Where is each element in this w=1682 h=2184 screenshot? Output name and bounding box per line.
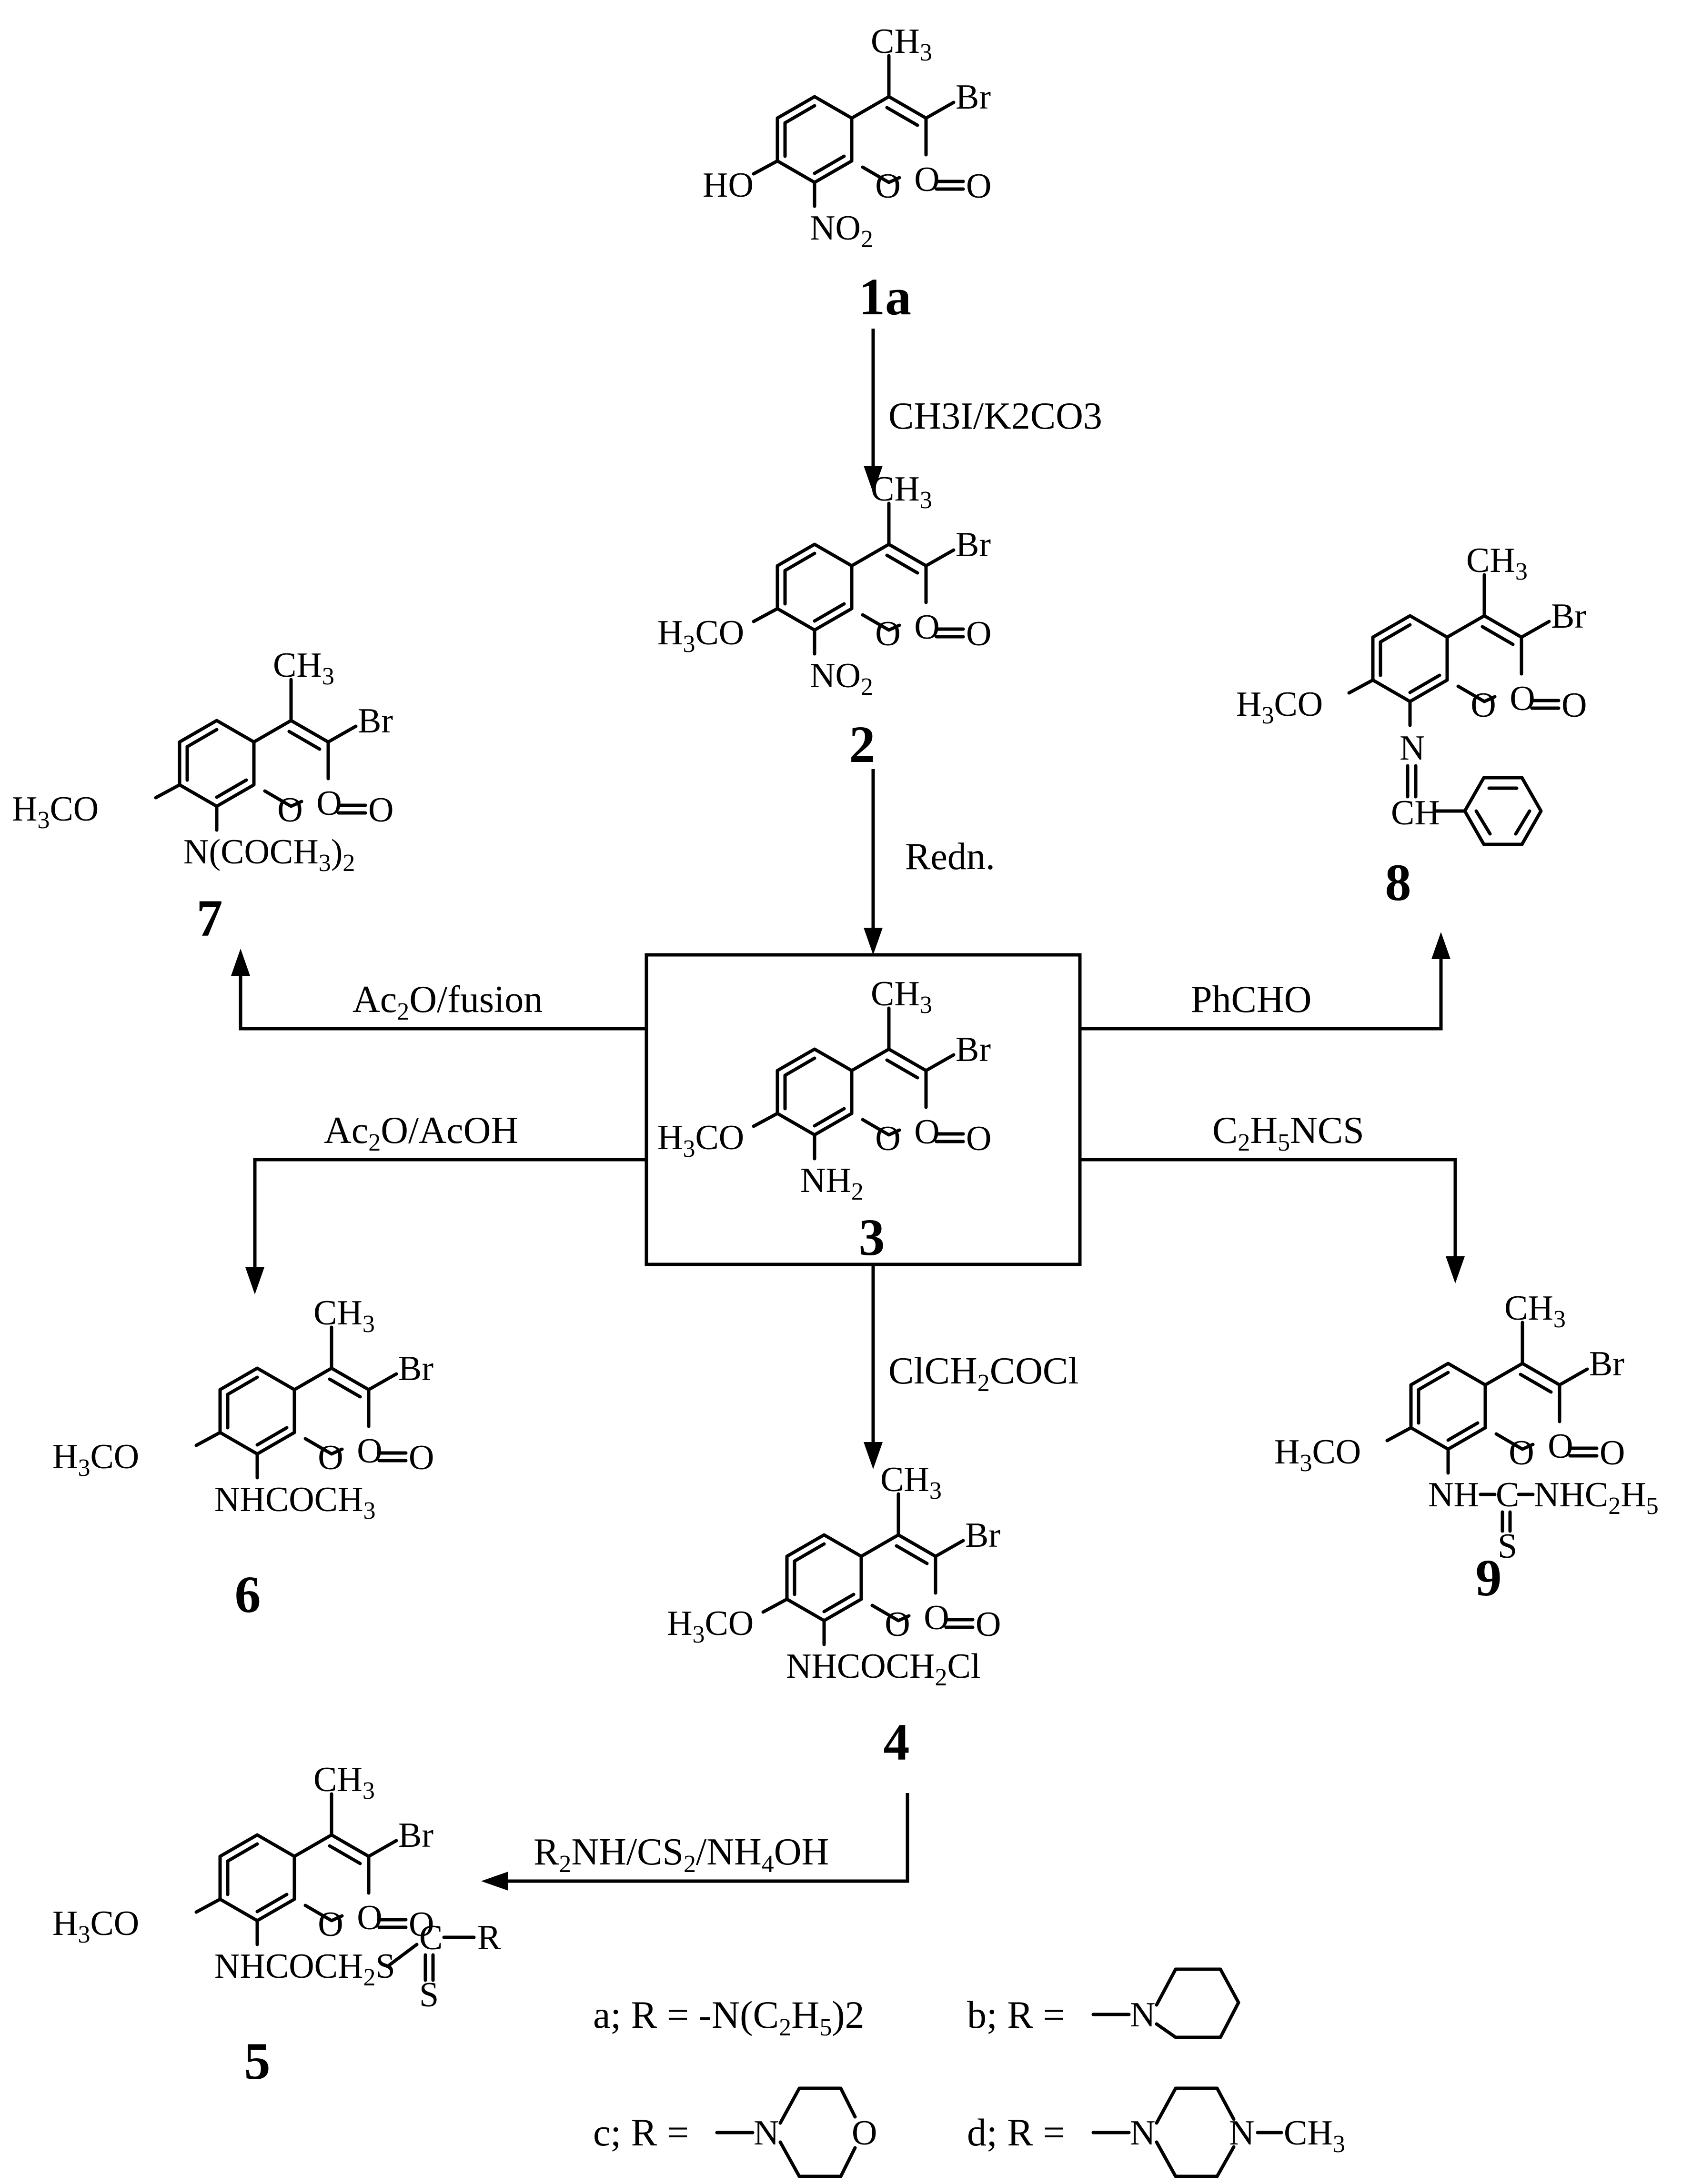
- piperidine-ring: [1155, 1967, 1240, 2039]
- legend-c: c; R = N O: [593, 2086, 877, 2178]
- reagent-1a-to-2: CH3I/K2CO3: [888, 395, 1102, 437]
- legend-d-prefix: d; R =: [967, 2111, 1065, 2154]
- reagent-3-to-6: Ac2O/AcOH: [324, 1110, 518, 1156]
- c2-r7: H3CO: [657, 613, 744, 658]
- c3-r7: H3CO: [657, 1118, 744, 1162]
- compound-number-4: 4: [884, 1713, 910, 1771]
- compound-8: H3CO N CH: [1236, 541, 1587, 846]
- c9-thiourea-nhet: NHC2H5: [1534, 1475, 1659, 1520]
- c2-r8: NO2: [810, 656, 873, 701]
- legend-c-prefix: c; R =: [593, 2111, 689, 2154]
- legend-a: a; R = -N(C2H5)2: [593, 1993, 865, 2041]
- c6-r8: NHCOCH3: [214, 1480, 375, 1524]
- c6-r7: H3CO: [52, 1437, 139, 1482]
- compound-5: H3CO NHCOCH2S C R S: [52, 1760, 501, 2014]
- compound-9: H3CO NH C NHC2H5 S: [1274, 1289, 1659, 1566]
- legend-b-prefix: b; R =: [967, 1993, 1065, 2036]
- compound-number-8: 8: [1385, 853, 1411, 912]
- c4-r7: H3CO: [667, 1604, 754, 1648]
- c7-r7: H3CO: [12, 790, 99, 834]
- compound-number-6: 6: [235, 1565, 261, 1623]
- morpholine-ring: [778, 2086, 857, 2178]
- compound-number-7: 7: [197, 889, 223, 947]
- compound-7: H3CO N(COCH3)2: [12, 646, 393, 877]
- c5-thio-c: C: [419, 1918, 443, 1957]
- reagent-4-to-5: R2NH/CS2/NH4OH: [534, 1831, 829, 1878]
- arrow-3-to-6: [245, 1158, 646, 1294]
- compound-number-2: 2: [849, 715, 876, 773]
- arrow-3-to-4: [864, 1264, 883, 1469]
- compound-3-box: [645, 953, 1082, 1266]
- c8-r7: H3CO: [1236, 685, 1323, 729]
- reagent-3-to-4: ClCH2COCl: [888, 1350, 1078, 1397]
- compound-2: H3CO NO2: [657, 470, 991, 701]
- c9-r7: H3CO: [1274, 1433, 1361, 1477]
- legend-d-ring-n1: N: [1130, 2114, 1155, 2153]
- c4-r8: NHCOCH2Cl: [786, 1647, 980, 1691]
- c9-thiourea-c: C: [1496, 1475, 1519, 1514]
- c3-r8: NH2: [800, 1161, 864, 1205]
- arrow-1a-to-2: [864, 329, 883, 493]
- legend-d-methyl: CH3: [1284, 2114, 1345, 2158]
- reagent-3-to-8: PhCHO: [1191, 979, 1311, 1021]
- compound-number-9: 9: [1476, 1549, 1502, 1607]
- legend-c-ring-n: N: [754, 2114, 779, 2153]
- arrow-4-to-5: [481, 1793, 909, 1891]
- c7-r8: N(COCH3)2: [183, 832, 355, 877]
- c5-thio-r: R: [477, 1918, 501, 1957]
- c8-imine-n: N: [1400, 729, 1425, 768]
- c1a-r8: NO2: [810, 209, 873, 253]
- c5-r7: H3CO: [52, 1904, 139, 1948]
- c9-thiourea-s: S: [1498, 1527, 1517, 1566]
- legend-b: b; R = N: [967, 1967, 1240, 2039]
- arrow-3-to-7: [231, 949, 646, 1031]
- arrow-3-to-9: [1080, 1158, 1465, 1283]
- piperazine-ring: [1155, 2086, 1236, 2178]
- reagent-2-to-3: Redn.: [905, 836, 995, 878]
- c5-r8: NHCOCH2S: [214, 1947, 395, 1991]
- arrow-2-to-3: [864, 769, 883, 955]
- compound-1a: HO NO2: [703, 22, 991, 253]
- compound-number-1a: 1a: [859, 268, 911, 326]
- compound-6: H3CO NHCOCH3: [52, 1293, 434, 1524]
- c9-thiourea-nh: NH: [1428, 1475, 1479, 1514]
- compound-number-5: 5: [244, 2032, 271, 2090]
- legend-c-ring-o: O: [852, 2114, 877, 2153]
- c5-thio-s: S: [419, 1975, 439, 2014]
- legend-d-ring-n2: N: [1229, 2114, 1254, 2153]
- c8-imine-ch: CH: [1391, 793, 1440, 832]
- compound-4: H3CO NHCOCH2Cl: [667, 1460, 1001, 1691]
- legend-d: d; R = N N CH3: [967, 2086, 1345, 2178]
- arrow-3-to-8: [1080, 932, 1450, 1031]
- reagent-3-to-7: Ac2O/fusion: [353, 979, 543, 1025]
- reagent-3-to-9: C2H5NCS: [1212, 1110, 1364, 1156]
- legend-b-ring-n: N: [1130, 1995, 1155, 2034]
- compound-3: H3CO NH2: [657, 974, 991, 1205]
- c1a-r7: HO: [703, 166, 754, 205]
- compound-number-3: 3: [859, 1208, 885, 1266]
- svg-text:a; R = -N(C2H5)2: a; R = -N(C2H5)2: [593, 1993, 865, 2041]
